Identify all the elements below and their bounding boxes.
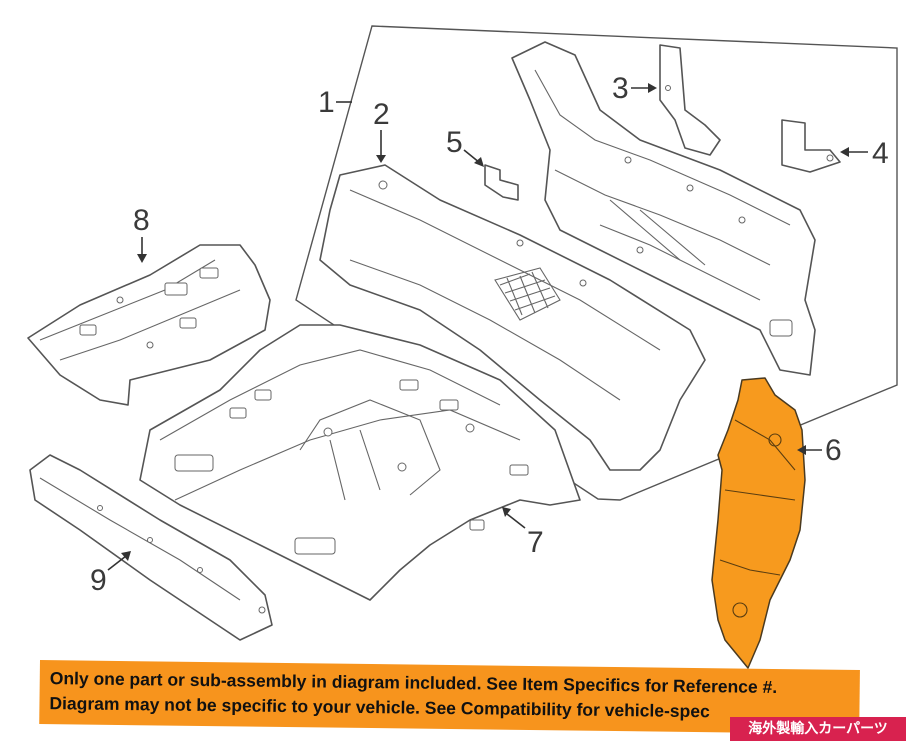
part-rail-9	[29, 454, 273, 641]
arrow-8	[137, 254, 147, 263]
assembly-frame	[295, 25, 898, 501]
arrow-3	[648, 83, 657, 93]
callout-7: 7	[527, 526, 544, 559]
callout-4: 4	[872, 137, 889, 170]
arrow-4	[840, 147, 849, 157]
part-bracket-4	[781, 119, 841, 173]
arrow-6	[797, 445, 806, 455]
arrow-2	[376, 155, 386, 163]
callout-6: 6	[825, 434, 842, 467]
leader-9	[107, 555, 127, 571]
arrow-9	[121, 551, 131, 561]
arrow-5	[474, 157, 484, 167]
leader-7	[506, 513, 526, 529]
callout-9: 9	[90, 564, 107, 597]
callout-5: 5	[446, 126, 463, 159]
part-6-highlighted	[711, 377, 806, 669]
part-rear-lower-panel	[319, 164, 706, 471]
part-rear-upper-panel	[511, 41, 816, 376]
part-rear-floor-7	[139, 324, 581, 601]
part-bracket-3	[659, 44, 721, 156]
import-parts-badge: 海外製輸入カーパーツ	[730, 717, 906, 741]
arrow-7	[502, 507, 511, 517]
callout-2: 2	[373, 98, 390, 131]
part-bracket-5	[484, 164, 519, 201]
callout-3: 3	[612, 72, 629, 105]
callout-8: 8	[133, 204, 150, 237]
part-side-floor-8	[27, 244, 271, 406]
callout-1: 1	[318, 86, 335, 119]
